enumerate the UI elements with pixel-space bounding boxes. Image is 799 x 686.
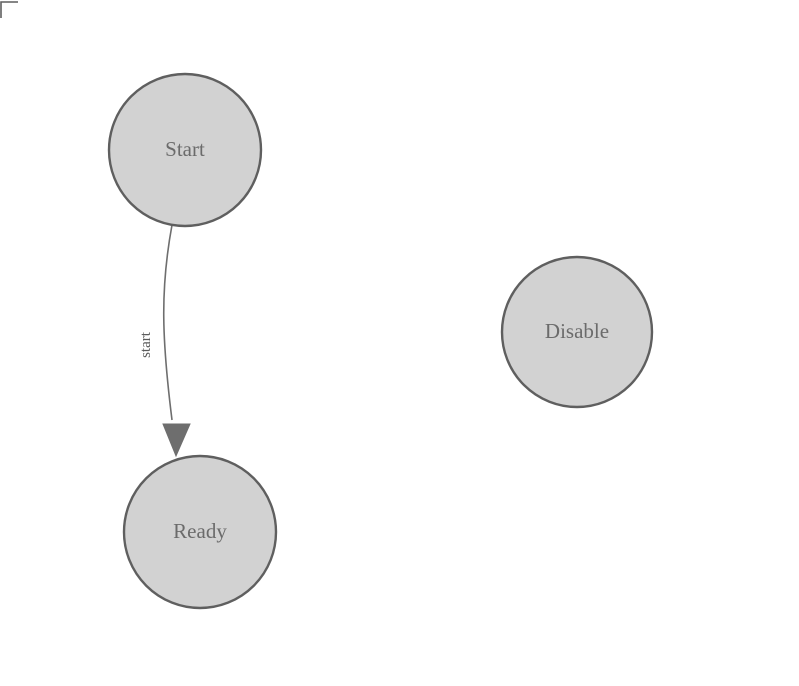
corner-bracket-icon bbox=[0, 1, 18, 18]
node-start[interactable]: Start bbox=[107, 72, 263, 228]
edge-label-start: start bbox=[138, 331, 154, 358]
node-disable-label: Disable bbox=[545, 319, 609, 343]
node-ready[interactable]: Ready bbox=[122, 454, 278, 610]
node-disable-circle[interactable] bbox=[500, 255, 654, 409]
node-start-label: Start bbox=[165, 137, 205, 161]
node-start-circle[interactable] bbox=[107, 72, 263, 228]
arrowhead-icon bbox=[162, 423, 191, 458]
node-disable[interactable]: Disable bbox=[500, 255, 654, 409]
node-ready-label: Ready bbox=[173, 519, 227, 543]
node-ready-circle[interactable] bbox=[122, 454, 278, 610]
edge-start-to-ready[interactable]: start bbox=[138, 224, 191, 458]
edge-line bbox=[162, 224, 173, 421]
